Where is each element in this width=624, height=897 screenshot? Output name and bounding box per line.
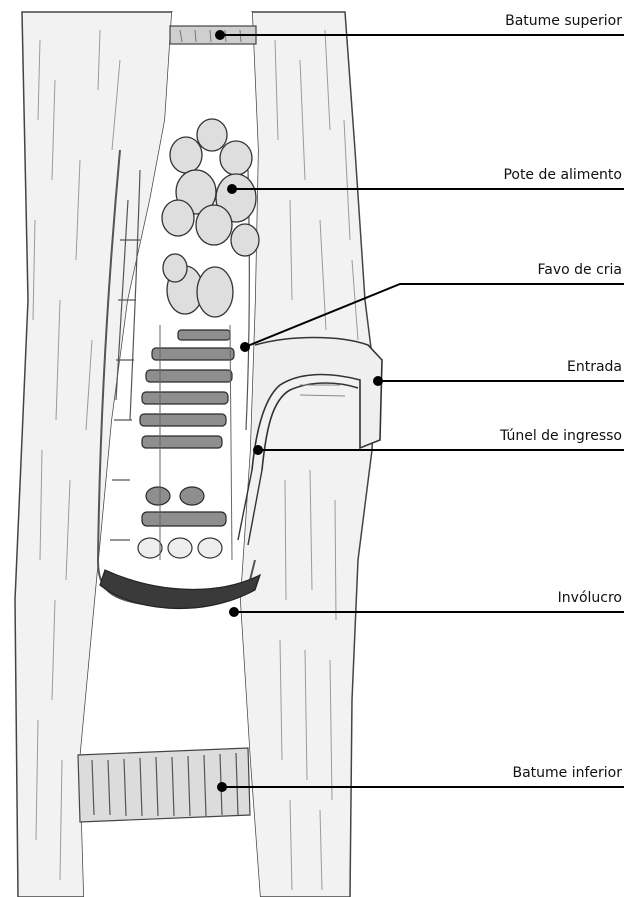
pote-de-alimento-marker (227, 184, 237, 194)
involucro-label: Invólucro (558, 590, 622, 606)
entrada-label: Entrada (567, 359, 622, 375)
entrada-marker (373, 376, 383, 386)
pote-de-alimento-label: Pote de alimento (503, 167, 622, 183)
tunel-de-ingresso-label: Túnel de ingresso (499, 428, 622, 444)
trunk-right-wall (240, 12, 375, 897)
tunel-de-ingresso-marker (253, 445, 263, 455)
favo-de-cria-label: Favo de cria (537, 262, 622, 278)
batume-inferior-label: Batume inferior (512, 765, 622, 781)
callout-entrada: Entrada (373, 359, 624, 386)
favo-de-cria-marker (240, 342, 250, 352)
involucro-marker (229, 607, 239, 617)
batume-inferior-marker (217, 782, 227, 792)
batume-superior-label: Batume superior (505, 13, 622, 29)
batume-superior-marker (215, 30, 225, 40)
